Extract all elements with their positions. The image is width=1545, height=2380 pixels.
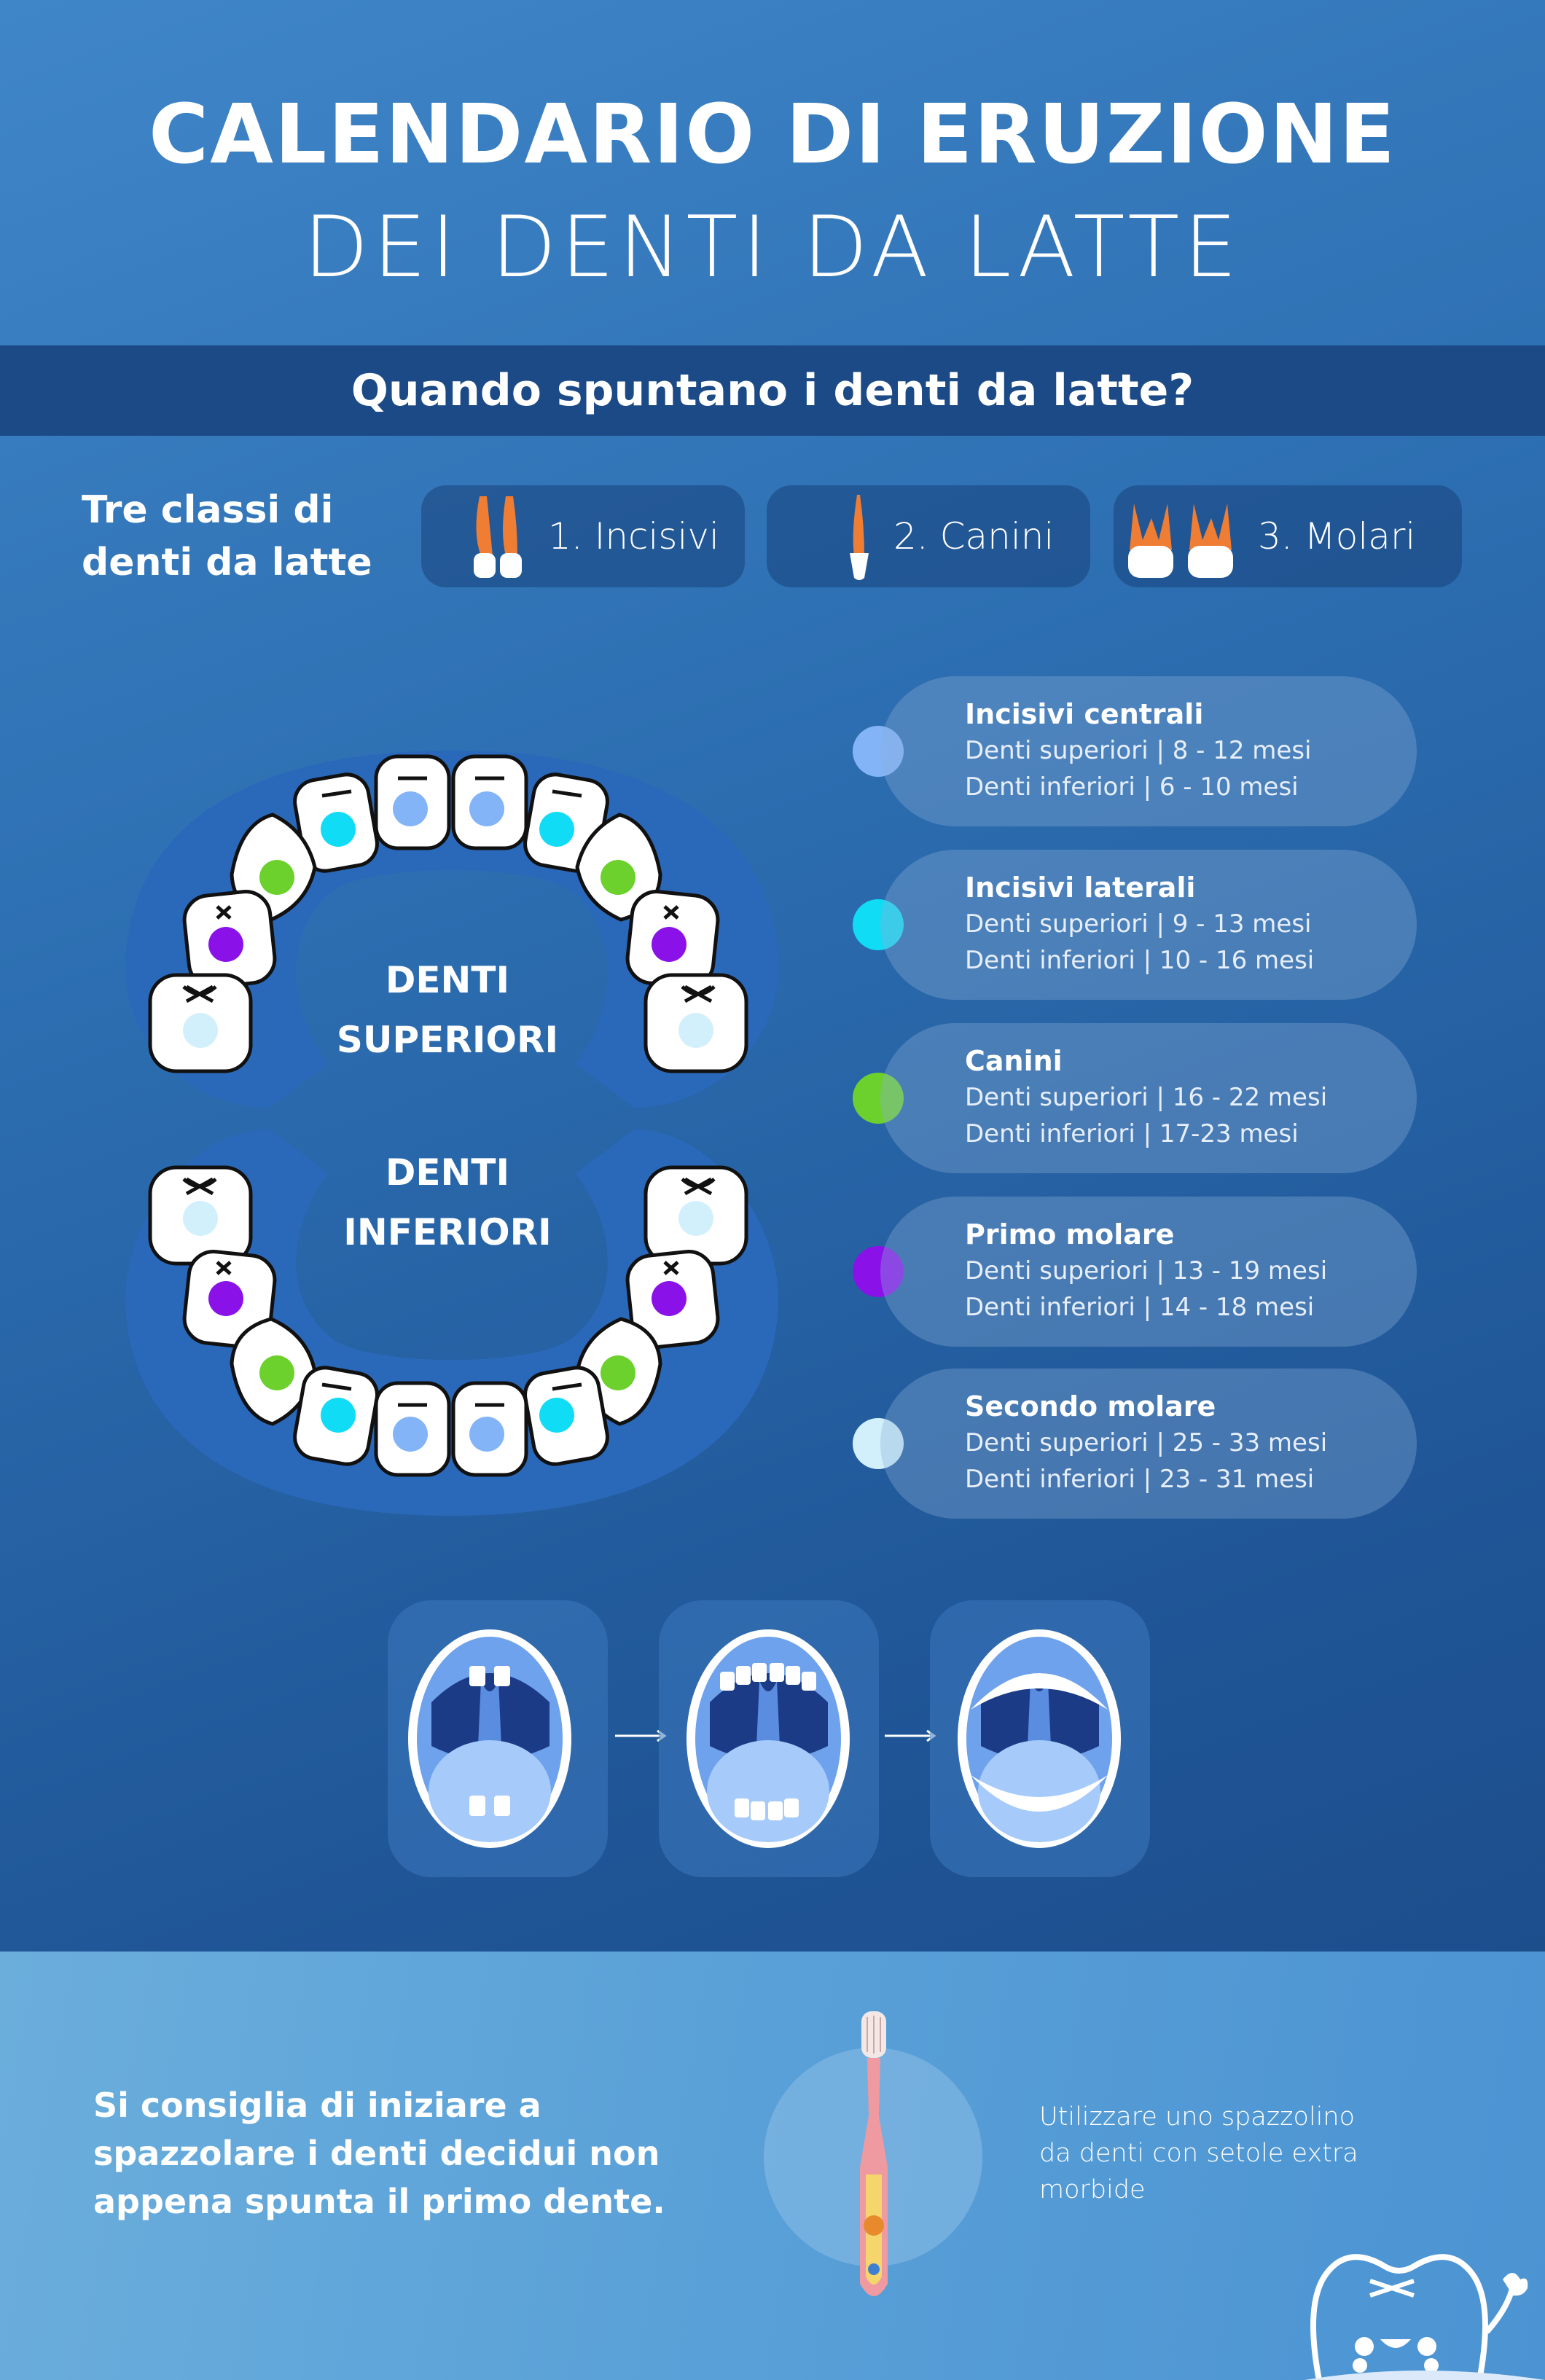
legend-item-first-molar: Primo molare Denti superiori | 13 - 19 m…	[880, 1197, 1417, 1347]
legend-lower: Denti inferiori | 17-23 mesi	[965, 1119, 1299, 1148]
legend-upper: Denti superiori | 25 - 33 mesi	[965, 1428, 1328, 1457]
upper-second-molar-right	[644, 973, 748, 1073]
upper-second-molar-left	[148, 973, 253, 1073]
class-canines-label: 2. Canini	[893, 515, 1055, 557]
upper-lateral-incisor-left	[293, 772, 379, 873]
legend-upper: Denti superiori | 16 - 22 mesi	[965, 1083, 1328, 1112]
class-incisors: 1. Incisivi	[421, 485, 745, 587]
mouth-stage-1	[388, 1600, 608, 1877]
lower-central-incisor-left	[374, 1381, 451, 1477]
lower-first-molar-left	[182, 1250, 277, 1349]
lower-second-molar-right	[644, 1165, 748, 1266]
legend-dot-lateral-incisors	[853, 899, 904, 950]
legend-dot-central-incisors	[853, 726, 904, 777]
legend-upper: Denti superiori | 13 - 19 mesi	[965, 1256, 1328, 1285]
legend-item-second-molar: Secondo molare Denti superiori | 25 - 33…	[880, 1369, 1417, 1519]
legend-title: Secondo molare	[965, 1390, 1216, 1422]
lower-second-molar-left	[148, 1165, 253, 1266]
legend-upper: Denti superiori | 8 - 12 mesi	[965, 736, 1312, 765]
legend-dot-first-molar	[853, 1246, 904, 1297]
class-molars-label: 3. Molari	[1258, 515, 1416, 557]
legend-title: Incisivi laterali	[965, 872, 1196, 904]
mouth-stage-3	[930, 1600, 1150, 1877]
legend-lower: Denti inferiori | 10 - 16 mesi	[965, 946, 1315, 975]
legend-item-lateral-incisors: Incisivi laterali Denti superiori | 9 - …	[880, 850, 1417, 1000]
incisor-tooth-icon	[474, 496, 522, 578]
arrow-icon	[885, 1729, 936, 1742]
mouth-stage-2	[659, 1600, 879, 1877]
class-molars: 3. Molari	[1114, 485, 1462, 587]
legend-item-canines: Canini Denti superiori | 16 - 22 mesi De…	[880, 1023, 1417, 1173]
legend-title: Incisivi centrali	[965, 698, 1204, 730]
page-title: CALENDARIO DI ERUZIONE	[149, 87, 1396, 182]
upper-label-line2: SUPERIORI	[337, 1019, 558, 1061]
lower-lateral-incisor-right	[523, 1366, 609, 1466]
legend-dot-canines	[853, 1073, 904, 1124]
lower-label-line2: INFERIORI	[343, 1211, 551, 1253]
question-banner: Quando spuntano i denti da latte?	[0, 345, 1545, 436]
class-canines: 2. Canini	[767, 485, 1090, 587]
molar-tooth-icon	[1128, 504, 1233, 578]
banner-question: Quando spuntano i denti da latte?	[351, 365, 1194, 416]
upper-canine-right	[575, 813, 662, 922]
lower-central-incisor-right	[451, 1381, 528, 1477]
classes-label: Tre classi di denti da latte	[82, 488, 372, 584]
lower-first-molar-right	[625, 1250, 720, 1349]
class-incisors-label: 1. Incisivi	[548, 515, 719, 557]
mouth-stage-3-icon	[958, 1629, 1121, 1848]
lower-label-line1: DENTI	[386, 1151, 509, 1194]
teeth-arch-diagram: .tooth { fill:#ffffff; stroke:#111111; s…	[125, 751, 779, 1516]
brushing-advice: Si consiglia di iniziare a spazzolare i …	[93, 2086, 665, 2221]
lower-canine-left	[230, 1317, 317, 1426]
toothbrush-note: Utilizzare uno spazzolino da denti con s…	[1039, 2102, 1358, 2204]
legend-title: Canini	[965, 1045, 1063, 1077]
lower-lateral-incisor-left	[293, 1366, 379, 1466]
legend-item-central-incisors: Incisivi centrali Denti superiori | 8 - …	[880, 676, 1417, 826]
page-subtitle: DEI DENTI DA LATTE	[303, 198, 1242, 297]
legend-lower: Denti inferiori | 23 - 31 mesi	[965, 1465, 1315, 1494]
canine-tooth-icon	[850, 495, 869, 580]
upper-label-line1: DENTI	[386, 959, 509, 1001]
legend-lower: Denti inferiori | 6 - 10 mesi	[965, 772, 1299, 802]
tooth-mascot-icon	[1305, 2254, 1545, 2380]
toothbrush-icon	[860, 2011, 888, 2296]
legend-title: Primo molare	[965, 1218, 1175, 1250]
legend-lower: Denti inferiori | 14 - 18 mesi	[965, 1293, 1315, 1322]
legend-dot-second-molar	[853, 1418, 904, 1469]
legend-upper: Denti superiori | 9 - 13 mesi	[965, 909, 1312, 939]
mouth-stage-1-icon	[408, 1629, 571, 1848]
upper-central-incisor-right	[451, 754, 528, 850]
upper-central-incisor-left	[374, 754, 451, 850]
mouth-stage-2-icon	[687, 1629, 850, 1848]
